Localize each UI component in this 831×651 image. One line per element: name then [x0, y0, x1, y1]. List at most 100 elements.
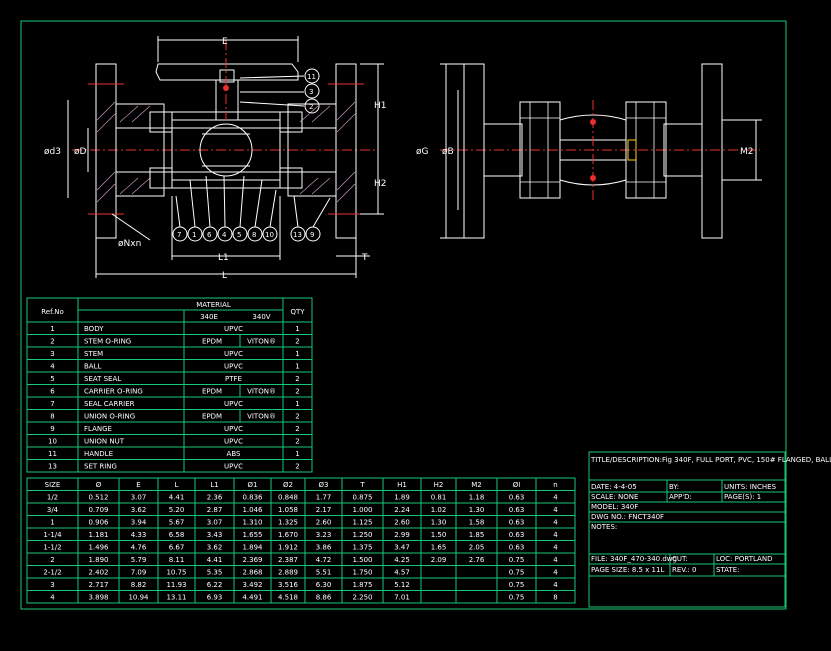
size-cell: 0.63 — [509, 494, 525, 502]
title-description-1: TITLE/DESCRIPTION:Fig 340F, FULL PORT, P… — [590, 456, 831, 464]
material-ref: 2 — [50, 338, 54, 346]
size-header: Ø3 — [319, 481, 329, 489]
header-qty: QTY — [290, 308, 305, 316]
size-cell: 10.75 — [166, 569, 186, 577]
size-cell: 6.30 — [316, 581, 332, 589]
material-ref: 8 — [50, 413, 54, 421]
size-cell: 6.93 — [207, 594, 223, 602]
title-cut: CUT: — [672, 555, 688, 563]
size-cell: 0.63 — [509, 519, 525, 527]
material-value-340e: EPDM — [202, 338, 222, 346]
material-qty: 1 — [295, 450, 299, 458]
material-ref: 9 — [50, 425, 54, 433]
size-cell: 1.046 — [242, 506, 263, 514]
title-rev: REV.: 0 — [672, 566, 696, 574]
size-header: E — [136, 481, 140, 489]
size-cell: 0.906 — [88, 519, 109, 527]
dim-H1: H1 — [374, 101, 387, 111]
dim-M2: M2 — [740, 147, 754, 157]
material-ref: 1 — [50, 325, 54, 333]
side-view: øG øB M2 — [416, 63, 762, 239]
material-qty: 2 — [295, 388, 299, 396]
size-cell: 0.512 — [88, 494, 108, 502]
callout-5: 5 — [237, 231, 241, 239]
material-value: UPVC — [224, 425, 243, 433]
size-header: L — [175, 481, 179, 489]
size-cell: 4.72 — [316, 556, 332, 564]
size-cell: 4.518 — [278, 594, 298, 602]
size-cell: 8.82 — [131, 581, 147, 589]
size-cell: 1.058 — [278, 506, 298, 514]
size-cell: 1.85 — [469, 531, 485, 539]
material-value: ABS — [227, 450, 241, 458]
material-value: UPVC — [224, 438, 243, 446]
size-cell: 1.58 — [469, 519, 485, 527]
size-cell: 4.41 — [207, 556, 223, 564]
size-cell: 1.18 — [469, 494, 485, 502]
size-cell: 1.181 — [88, 531, 108, 539]
size-cell: 5.12 — [394, 581, 410, 589]
material-part-name: SEAT SEAL — [84, 375, 121, 383]
size-header: T — [359, 481, 365, 489]
size-cell: 4.41 — [169, 494, 185, 502]
size-cell: 3.62 — [131, 506, 147, 514]
callout-1: 1 — [192, 231, 196, 239]
size-cell: 1.310 — [242, 519, 262, 527]
size-cell: 2.387 — [278, 556, 298, 564]
callout-13: 13 — [293, 231, 302, 239]
material-value: UPVC — [224, 400, 243, 408]
size-cell: 8 — [553, 594, 557, 602]
size-cell: 0.75 — [509, 581, 525, 589]
material-value: UPVC — [224, 363, 243, 371]
title-units: UNITS: INCHES — [724, 483, 777, 491]
size-cell: 1.325 — [278, 519, 298, 527]
material-ref: 7 — [50, 400, 54, 408]
header-340e: 340E — [200, 313, 218, 321]
material-part-name: UNION NUT — [84, 438, 125, 446]
material-part-name: BODY — [84, 325, 104, 333]
size-cell: 3.62 — [207, 544, 223, 552]
callout-8: 8 — [252, 231, 256, 239]
size-cell: 4 — [553, 569, 558, 577]
size-cell: 0.63 — [509, 544, 525, 552]
size-cell: 1.30 — [469, 506, 485, 514]
size-cell: 2.87 — [207, 506, 223, 514]
material-ref: 6 — [50, 388, 55, 396]
size-header: SIZE — [45, 481, 61, 489]
material-qty: 2 — [295, 338, 299, 346]
size-cell: 2.889 — [278, 569, 298, 577]
header-material: MATERIAL — [196, 301, 231, 309]
title-file: FILE: 340F_470-340.dwg — [591, 555, 677, 563]
size-header: Ø1 — [248, 481, 258, 489]
size-cell: 1.000 — [352, 506, 372, 514]
size-cell: 0.75 — [509, 569, 525, 577]
material-qty: 2 — [295, 375, 299, 383]
material-part-name: SEAL CARRIER — [84, 400, 135, 408]
material-value-340v: VITON® — [247, 388, 276, 396]
size-cell: 6.58 — [169, 531, 185, 539]
size-cell: 2.402 — [88, 569, 108, 577]
dim-E: E — [222, 37, 228, 47]
size-cell: 2.24 — [394, 506, 410, 514]
header-ref-no: Ref.No — [41, 308, 64, 316]
material-ref: 4 — [50, 363, 55, 371]
material-value: PTFE — [225, 375, 242, 383]
size-cell: 2.99 — [394, 531, 410, 539]
size-cell: 1.890 — [88, 556, 108, 564]
material-qty: 1 — [295, 350, 299, 358]
title-date: DATE: 4-4-05 — [591, 483, 637, 491]
material-part-name: SET RING — [84, 463, 117, 471]
size-row-label: 1 — [50, 519, 54, 527]
size-cell: 1.750 — [352, 569, 372, 577]
callout-4: 4 — [222, 231, 227, 239]
title-notes: NOTES: — [591, 523, 617, 531]
size-cell: 2.369 — [242, 556, 262, 564]
size-row-label: 2-1/2 — [43, 569, 61, 577]
size-cell: 5.51 — [316, 569, 332, 577]
size-header: L1 — [210, 481, 218, 489]
material-qty: 2 — [295, 463, 299, 471]
size-cell: 8.11 — [169, 556, 185, 564]
size-cell: 4.33 — [131, 531, 147, 539]
material-value-340e: EPDM — [202, 388, 222, 396]
size-cell: 3.47 — [394, 544, 410, 552]
